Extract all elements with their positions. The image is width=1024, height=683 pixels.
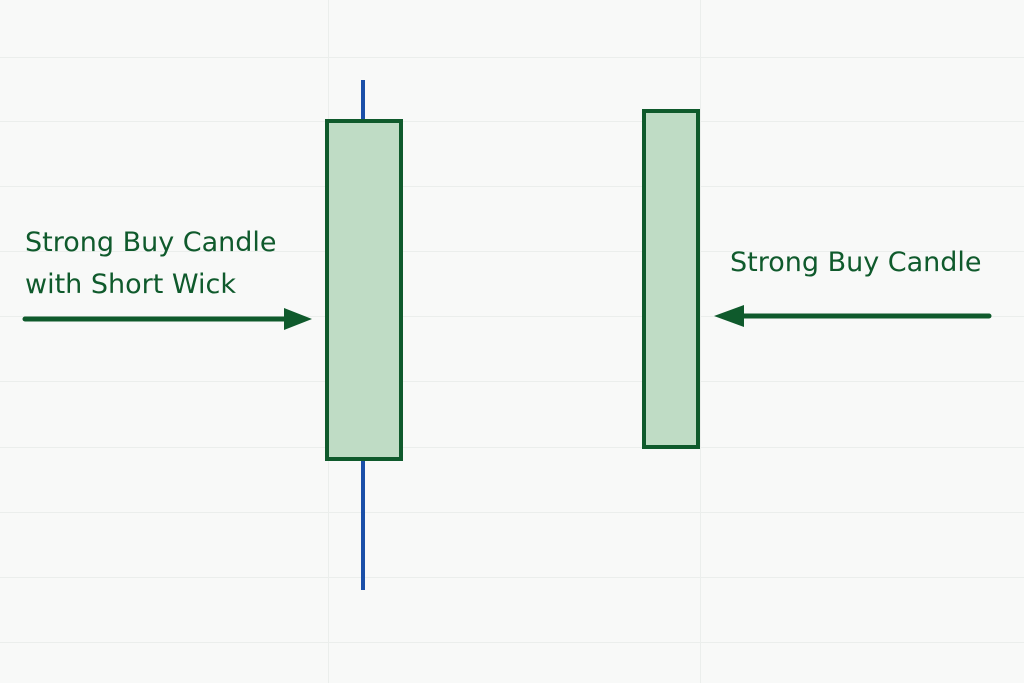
- right-annotation-label: Strong Buy Candle: [730, 247, 982, 278]
- candle-body: [642, 109, 700, 449]
- grid-line: [0, 642, 1024, 643]
- candle-body: [325, 119, 403, 461]
- grid-line: [0, 121, 1024, 122]
- grid-line: [0, 381, 1024, 382]
- grid-line: [0, 57, 1024, 58]
- grid-line: [0, 577, 1024, 578]
- left-label-line-2: with Short Wick: [25, 269, 236, 300]
- grid-line: [0, 512, 1024, 513]
- grid-line: [0, 447, 1024, 448]
- grid-line: [0, 186, 1024, 187]
- left-annotation-label: Strong Buy Candle with Short Wick: [25, 222, 277, 306]
- grid-line: [0, 316, 1024, 317]
- grid-line: [0, 251, 1024, 252]
- left-label-line-1: Strong Buy Candle: [25, 227, 277, 258]
- grid-line: [700, 0, 701, 683]
